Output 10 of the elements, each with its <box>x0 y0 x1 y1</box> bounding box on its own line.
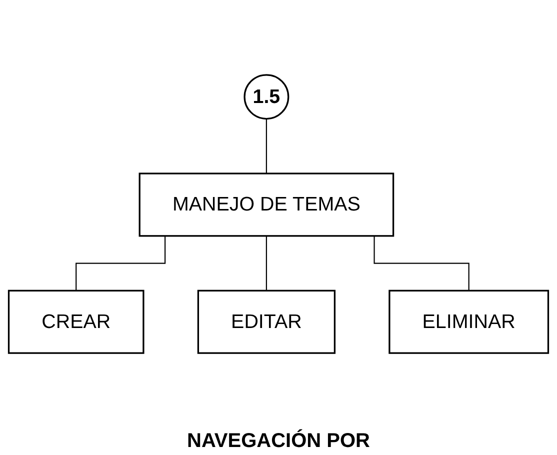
note-text: NAVEGACIÓN POR <box>187 430 370 453</box>
node-box: ELIMINAR <box>388 290 550 354</box>
node-box: CREAR <box>8 290 144 354</box>
node-box: EDITAR <box>197 290 336 354</box>
connector <box>266 236 267 292</box>
node-box: MANEJO DE TEMAS <box>138 172 394 237</box>
connector <box>76 236 166 292</box>
connector <box>266 118 267 174</box>
connector <box>374 236 470 292</box>
node-circle: 1.5 <box>244 74 290 120</box>
